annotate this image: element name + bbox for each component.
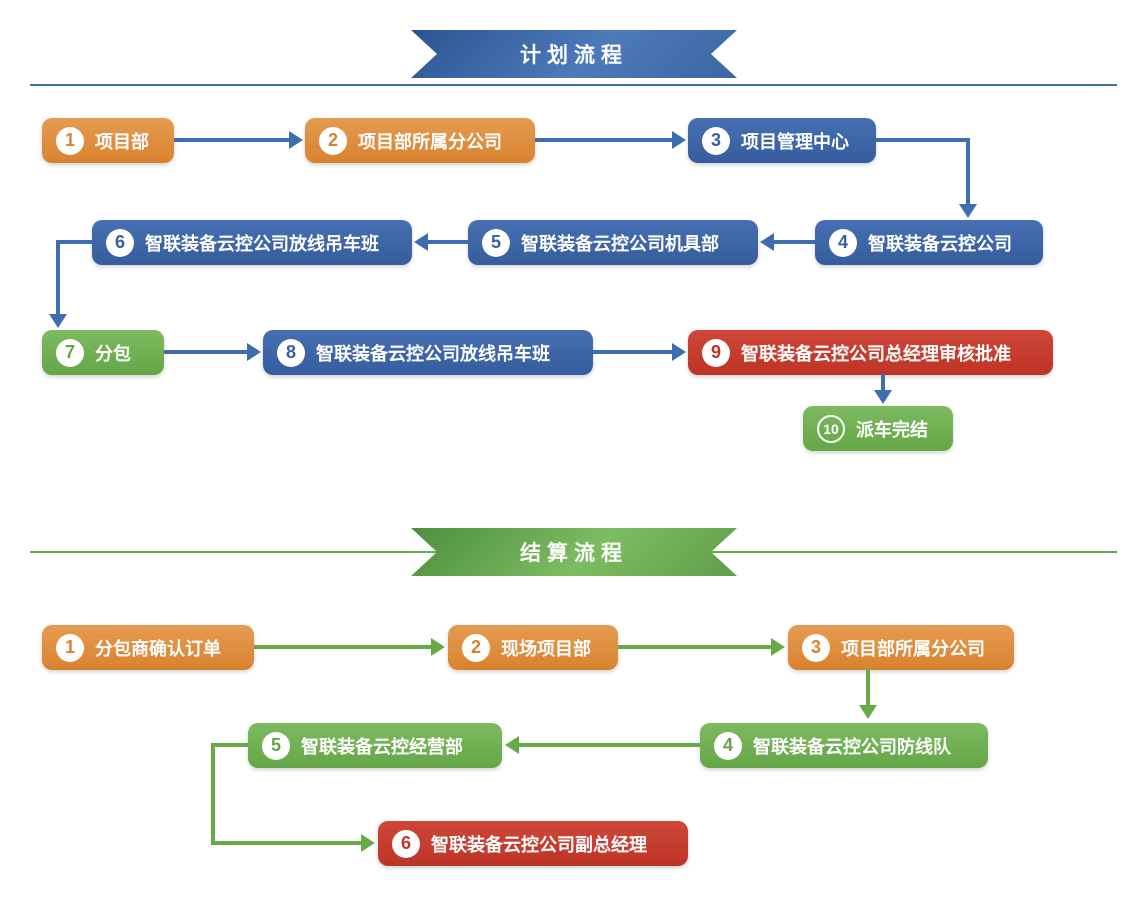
- step-label: 智联装备云控公司: [868, 233, 1012, 254]
- arrowhead-left-5-6: [414, 233, 428, 251]
- step-label: 智联装备云控公司机具部: [521, 233, 719, 254]
- step-label: 分包: [95, 343, 131, 364]
- step-number-badge: 4: [714, 731, 742, 760]
- arrow-line-s2-s3: [618, 645, 771, 649]
- step-label: 智联装备云控公司放线吊车班: [145, 233, 379, 254]
- step-label: 智联装备云控经营部: [301, 736, 463, 757]
- arrowhead-down-s3-s4: [859, 705, 877, 719]
- plan-step-7: 7 分包: [42, 330, 164, 375]
- step-label: 项目部所属分公司: [841, 638, 985, 659]
- settle-step-1: 1 分包商确认订单: [42, 625, 254, 670]
- settle-step-2: 2 现场项目部: [448, 625, 618, 670]
- arrowhead-right-s1-s2: [431, 638, 445, 656]
- plan-step-5: 5 智联装备云控公司机具部: [468, 220, 758, 265]
- plan-step-2: 2 项目部所属分公司: [305, 118, 535, 163]
- step-label: 分包商确认订单: [95, 638, 221, 659]
- settle-banner-title: 结算流程: [520, 542, 628, 565]
- step-number-badge: 1: [56, 633, 84, 662]
- step-number-badge: 10: [817, 414, 845, 443]
- arrowhead-left-s4-s5: [505, 736, 519, 754]
- arrowhead-right-2-3: [672, 131, 686, 149]
- arrow-line-9-10: [881, 374, 885, 392]
- arrow-line-s1-s2: [254, 645, 431, 649]
- plan-section-banner: 计划流程: [411, 30, 737, 78]
- arrowhead-right-s5-s6: [361, 834, 375, 852]
- settle-step-5: 5 智联装备云控经营部: [248, 723, 502, 768]
- step-number-badge: 3: [702, 126, 730, 155]
- arrowhead-right-7-8: [247, 343, 261, 361]
- step-number-badge: 9: [702, 338, 730, 367]
- settle-step-6: 6 智联装备云控公司副总经理: [378, 821, 688, 866]
- elbow-line-6-7-v: [56, 240, 60, 316]
- plan-step-9: 9 智联装备云控公司总经理审核批准: [688, 330, 1053, 375]
- step-number-badge: 6: [106, 228, 134, 257]
- arrowhead-right-s2-s3: [771, 638, 785, 656]
- elbow-line-6-7-h: [56, 240, 92, 244]
- arrow-line-1-2: [174, 138, 289, 142]
- arrowhead-right-8-9: [672, 343, 686, 361]
- arrow-line-s4-s5: [519, 743, 700, 747]
- arrow-line-8-9: [593, 350, 672, 354]
- step-label: 智联装备云控公司总经理审核批准: [741, 343, 1011, 364]
- settle-section-banner: 结算流程: [411, 528, 737, 576]
- plan-banner-title: 计划流程: [520, 44, 628, 67]
- plan-section-divider-line: [30, 84, 1117, 86]
- plan-step-10: 10 派车完结: [803, 406, 953, 451]
- arrowhead-right-1-2: [289, 131, 303, 149]
- arrowhead-down-9-10: [874, 390, 892, 404]
- plan-step-6: 6 智联装备云控公司放线吊车班: [92, 220, 412, 265]
- arrow-line-2-3: [535, 138, 672, 142]
- step-number-badge: 2: [319, 126, 347, 155]
- step-label: 项目部: [95, 131, 149, 152]
- step-number-badge: 6: [392, 829, 420, 858]
- elbow-line-s5-s6-h1: [211, 743, 248, 747]
- arrow-line-5-6: [428, 240, 468, 244]
- step-label: 项目部所属分公司: [358, 131, 502, 152]
- plan-step-3: 3 项目管理中心: [688, 118, 876, 163]
- step-number-badge: 2: [462, 633, 490, 662]
- elbow-line-3-4-v: [966, 138, 970, 206]
- step-number-badge: 8: [277, 338, 305, 367]
- step-number-badge: 5: [262, 731, 290, 760]
- elbow-line-3-4-h: [876, 138, 970, 142]
- step-label: 智联装备云控公司放线吊车班: [316, 343, 550, 364]
- arrowhead-left-4-5: [760, 233, 774, 251]
- plan-step-1: 1 项目部: [42, 118, 174, 163]
- step-label: 智联装备云控公司防线队: [753, 736, 951, 757]
- settle-step-3: 3 项目部所属分公司: [788, 625, 1014, 670]
- step-label: 派车完结: [856, 419, 928, 440]
- plan-step-8: 8 智联装备云控公司放线吊车班: [263, 330, 593, 375]
- arrowhead-down-6-7: [49, 314, 67, 328]
- arrow-line-7-8: [164, 350, 247, 354]
- step-number-badge: 5: [482, 228, 510, 257]
- settle-step-4: 4 智联装备云控公司防线队: [700, 723, 988, 768]
- arrowhead-down-3-4: [959, 204, 977, 218]
- step-number-badge: 1: [56, 126, 84, 155]
- arrow-line-s3-s4: [866, 669, 870, 707]
- arrow-line-4-5: [774, 240, 815, 244]
- step-label: 项目管理中心: [741, 131, 849, 152]
- plan-step-4: 4 智联装备云控公司: [815, 220, 1043, 265]
- step-label: 现场项目部: [501, 638, 591, 659]
- step-number-badge: 4: [829, 228, 857, 257]
- elbow-line-s5-s6-v: [211, 743, 215, 845]
- elbow-line-s5-s6-h2: [211, 841, 361, 845]
- step-label: 智联装备云控公司副总经理: [431, 834, 647, 855]
- step-number-badge: 7: [56, 338, 84, 367]
- step-number-badge: 3: [802, 633, 830, 662]
